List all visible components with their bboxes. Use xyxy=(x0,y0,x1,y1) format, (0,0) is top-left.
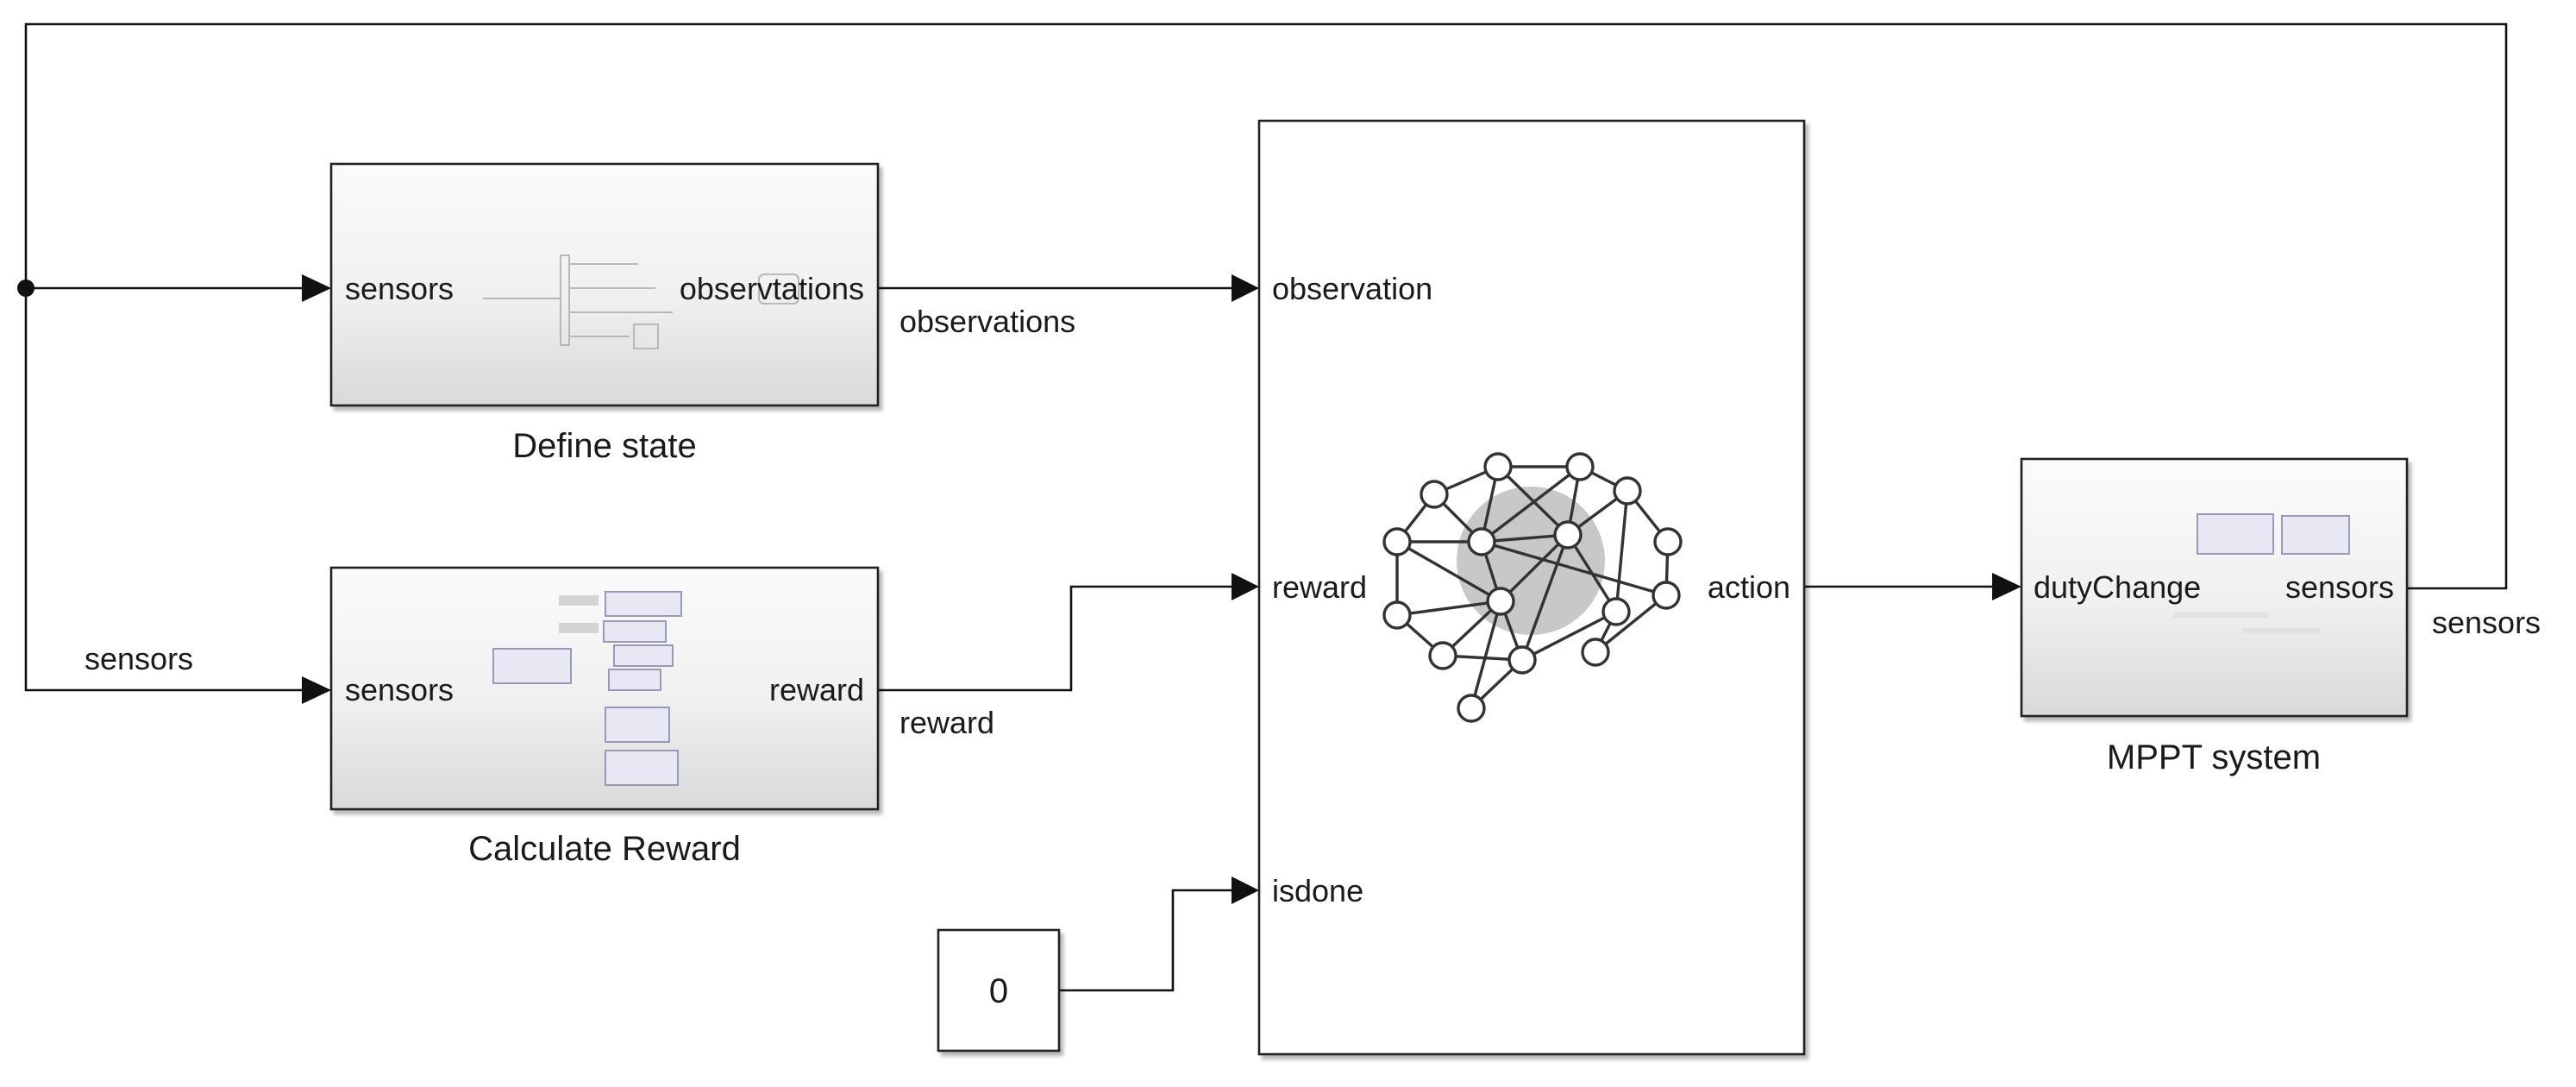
nn-edge xyxy=(1470,600,1502,709)
branch-point xyxy=(17,280,34,297)
define-state-port-out: observtations xyxy=(680,271,864,306)
nn-edge xyxy=(1594,594,1668,654)
mppt-system-block[interactable]: dutyChange sensors xyxy=(2020,457,2409,718)
nn-edge xyxy=(1499,533,1570,603)
calculate-reward-port-in: sensors xyxy=(345,672,454,707)
agent-port-action: action xyxy=(1708,569,1790,605)
nn-edge xyxy=(1480,465,1582,544)
wire-sensors-feedback[interactable] xyxy=(24,22,2508,692)
nn-node xyxy=(1581,638,1610,667)
nn-node xyxy=(1507,645,1537,675)
nn-node xyxy=(1601,597,1631,626)
nn-edge xyxy=(1614,490,1629,613)
wire-reward[interactable] xyxy=(878,585,1232,692)
subsystem-preview-icon xyxy=(2173,513,2350,633)
signal-label-observations: observations xyxy=(899,304,1075,339)
nn-node xyxy=(1483,452,1513,481)
signal-label-reward: reward xyxy=(899,705,994,740)
calculate-reward-block[interactable]: sensors reward xyxy=(329,566,880,811)
calculate-reward-port-out: reward xyxy=(769,672,864,707)
neural-network-icon xyxy=(1382,452,1683,723)
nn-node xyxy=(1613,476,1642,506)
nn-edge xyxy=(1520,534,1570,661)
mppt-port-in: dutyChange xyxy=(2034,569,2201,605)
calculate-reward-title: Calculate Reward xyxy=(468,830,741,868)
arrow-agent-observation xyxy=(1232,274,1259,302)
nn-edge xyxy=(1481,533,1569,544)
nn-node xyxy=(1428,641,1457,670)
define-state-title: Define state xyxy=(512,427,696,465)
nn-node xyxy=(1553,520,1583,550)
nn-edge xyxy=(1396,600,1501,617)
mppt-system-title: MPPT system xyxy=(2107,738,2321,776)
agent-port-observation: observation xyxy=(1272,271,1432,306)
nn-node xyxy=(1565,452,1595,481)
nn-node xyxy=(1467,527,1496,556)
signal-label-sensors-branch: sensors xyxy=(85,641,193,676)
agent-port-reward: reward xyxy=(1272,569,1367,605)
nn-node xyxy=(1382,527,1412,556)
nn-node xyxy=(1653,527,1683,556)
subsystem-preview-icon xyxy=(492,591,682,786)
wire-isdone[interactable] xyxy=(1059,889,1232,992)
wires xyxy=(17,22,2508,992)
define-state-block[interactable]: sensors observtations xyxy=(329,162,880,407)
arrow-reward-block-in xyxy=(302,676,331,704)
define-state-port-in: sensors xyxy=(345,271,454,306)
mppt-port-out: sensors xyxy=(2285,569,2394,605)
constant-block[interactable]: 0 xyxy=(937,928,1061,1052)
nn-node xyxy=(1382,600,1412,630)
nn-node xyxy=(1457,694,1486,723)
nn-edge xyxy=(1396,540,1501,603)
arrow-agent-reward xyxy=(1232,573,1259,600)
constant-value: 0 xyxy=(989,972,1008,1010)
nn-edge xyxy=(1481,540,1667,597)
arrow-define-state-in xyxy=(302,274,331,302)
rl-agent-block[interactable]: observation reward isdone action xyxy=(1257,119,1806,1056)
arrow-mppt-in xyxy=(1992,573,2021,600)
nn-node xyxy=(1486,587,1515,616)
agent-port-isdone: isdone xyxy=(1272,873,1363,908)
nn-node xyxy=(1420,480,1449,509)
nn-edge xyxy=(1521,610,1617,662)
arrow-agent-isdone xyxy=(1232,877,1259,904)
signal-label-sensors-feedback: sensors xyxy=(2432,605,2541,640)
subsystem-preview-icon xyxy=(483,254,799,349)
nn-node xyxy=(1652,581,1681,610)
